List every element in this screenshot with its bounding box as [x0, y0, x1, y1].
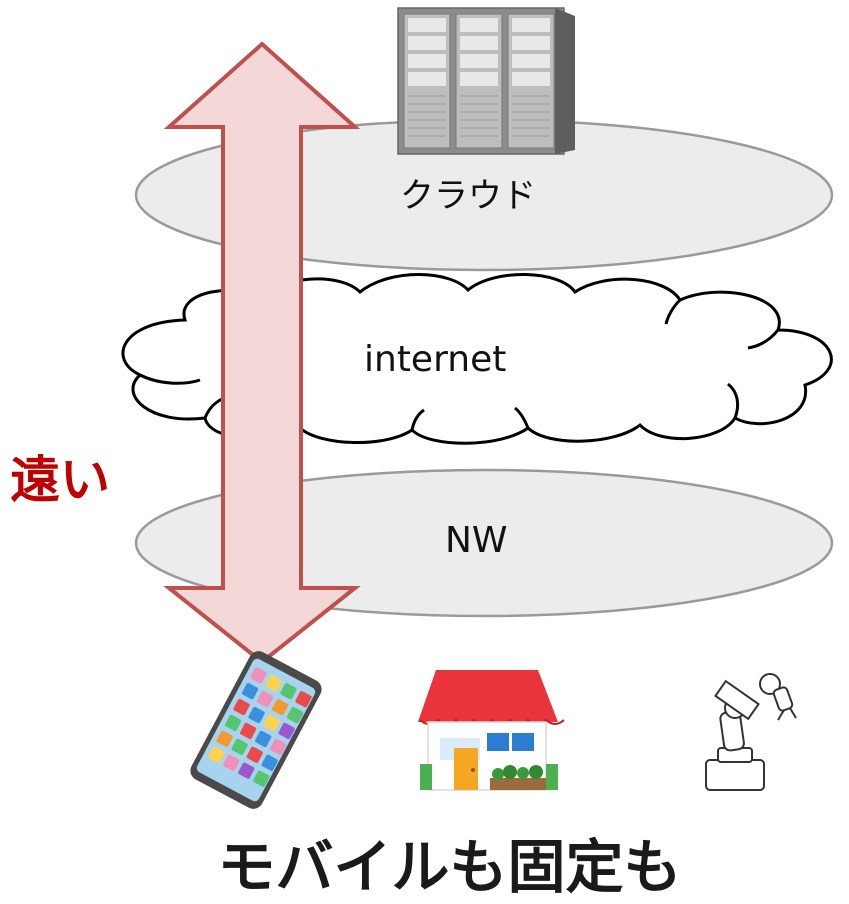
server-rack-icon — [397, 7, 575, 155]
caption: モバイルも固定も — [217, 833, 682, 901]
network-layer-ellipse — [134, 468, 834, 618]
internet-label: internet — [364, 339, 507, 380]
distance-label: 遠い — [10, 451, 110, 509]
house-icon — [418, 670, 565, 791]
smartphone-icon — [190, 651, 322, 809]
robot-arm-icon — [705, 673, 797, 791]
network-layer-label: NW — [445, 520, 508, 561]
cloud-layer-label: クラウド — [400, 176, 536, 216]
